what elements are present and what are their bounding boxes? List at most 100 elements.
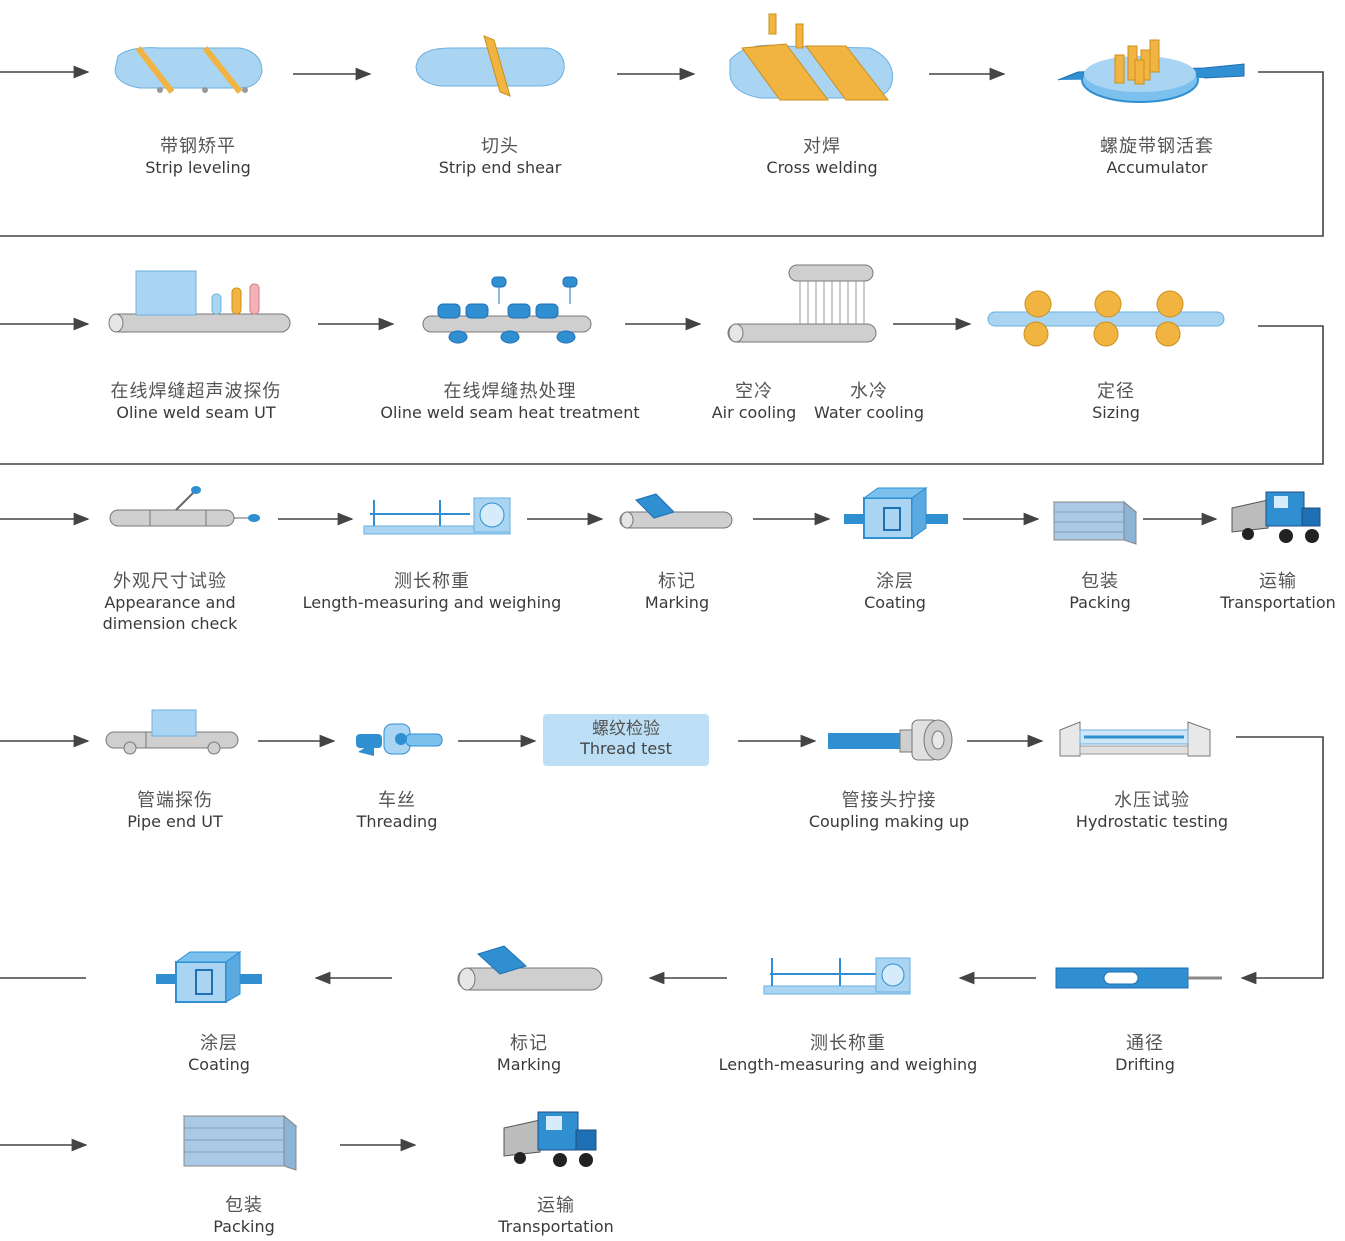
- step-label-en: Oline weld seam UT: [116, 403, 276, 422]
- truck-icon: [1231, 491, 1321, 543]
- return-line-2: [0, 325, 1324, 465]
- step-label-en: Packing: [1069, 593, 1131, 612]
- flow-arrows: [0, 65, 1324, 1152]
- step-label: 运输 Transportation: [498, 1195, 614, 1237]
- step-label-zh: 在线焊缝超声波探伤: [110, 381, 282, 402]
- step-label-zh: 螺旋带钢活套: [1100, 136, 1214, 157]
- marking-icon: [619, 493, 733, 529]
- step-label-zh: 水压试验: [1114, 790, 1190, 811]
- marking-icon-2: [457, 945, 603, 991]
- step-label: 水压试验 Hydrostatic testing: [1076, 790, 1228, 832]
- thread-test-box: 螺纹检验 Thread test: [543, 714, 709, 766]
- step-label-zh: 测长称重: [810, 1033, 886, 1054]
- step-label: 测长称重 Length-measuring and weighing: [303, 571, 562, 613]
- step-label-en: Transportation: [1220, 593, 1336, 612]
- step-label-zh: 运输: [1259, 571, 1297, 592]
- step-label-zh: 标记: [657, 571, 696, 592]
- step-label-zh: 包装: [1080, 571, 1119, 592]
- return-line-3: [1236, 736, 1324, 985]
- step-label-zh: 测长称重: [394, 571, 470, 592]
- step-label-zh: 涂层: [200, 1033, 238, 1054]
- packing-icon-2: [182, 1114, 298, 1171]
- step-label-en-line2: dimension check: [102, 614, 238, 633]
- step-label-zh: 管接头拧接: [841, 790, 937, 811]
- strip-shear-icon: [415, 35, 565, 97]
- cooling-icon: [727, 264, 877, 343]
- step-label: 空冷 Air cooling: [712, 381, 797, 423]
- step-label: 标记 Marking: [645, 571, 709, 613]
- step-label-en: Packing: [213, 1217, 275, 1236]
- step-label-en: Coating: [188, 1055, 250, 1074]
- step-label-zh: 空冷: [735, 381, 773, 402]
- step-label-en: Threading: [356, 812, 438, 831]
- step-label-zh: 包装: [224, 1195, 263, 1216]
- step-label: 测长称重 Length-measuring and weighing: [719, 1033, 978, 1075]
- truck-icon-2: [503, 1111, 597, 1167]
- step-label-en: Thread test: [580, 739, 672, 758]
- packing-icon: [1052, 500, 1138, 545]
- drift-mandrel-icon: [1055, 967, 1222, 989]
- pipe-end-ut-icon: [105, 709, 239, 755]
- step-label-zh: 涂层: [876, 571, 914, 592]
- step-label-zh: 管端探伤: [136, 790, 213, 811]
- step-label: 标记 Marking: [497, 1033, 561, 1075]
- inspection-icon: [109, 486, 260, 527]
- step-label: 带钢矫平 Strip leveling: [145, 136, 250, 178]
- step-label-en: Marking: [644, 593, 710, 612]
- step-label-en: Cross welding: [766, 158, 878, 177]
- step-label-en: Length-measuring and weighing: [718, 1055, 978, 1074]
- step-label: 管接头拧接 Coupling making up: [809, 790, 969, 832]
- step-label-zh: 切头: [481, 136, 519, 157]
- step-label-en: Appearance and: [104, 593, 236, 612]
- step-label-zh: 定径: [1097, 381, 1135, 402]
- step-label-en: Strip end shear: [438, 158, 562, 177]
- step-label-en: Air cooling: [711, 403, 797, 422]
- step-label: 车丝 Threading: [357, 790, 438, 832]
- step-label-zh: 外观尺寸试验: [113, 571, 227, 592]
- step-label-en: Drifting: [1115, 1055, 1175, 1074]
- step-label-zh: 通径: [1126, 1033, 1164, 1054]
- step-label-zh: 车丝: [378, 790, 416, 811]
- step-label-en: Strip leveling: [145, 158, 251, 177]
- step-label-en: Pipe end UT: [127, 812, 223, 831]
- step-label-zh: 运输: [537, 1195, 575, 1216]
- step-label: 涂层 Coating: [864, 571, 926, 613]
- step-label-zh: 水冷: [849, 381, 888, 402]
- step-label: 管端探伤 Pipe end UT: [127, 790, 223, 832]
- sizing-rolls-icon: [987, 290, 1225, 347]
- cross-welding-icon: [729, 13, 894, 101]
- step-label-en: Accumulator: [1106, 158, 1208, 177]
- step-label: 螺旋带钢活套 Accumulator: [1100, 136, 1214, 178]
- step-label-en: Oline weld seam heat treatment: [380, 403, 640, 422]
- ultrasonic-icon: [108, 270, 291, 333]
- step-label: 在线焊缝热处理 Oline weld seam heat treatment: [380, 381, 639, 423]
- step-label: 在线焊缝超声波探伤 Oline weld seam UT: [111, 381, 282, 423]
- step-label-zh: 在线焊缝热处理: [443, 381, 577, 402]
- step-label-en: Coating: [864, 593, 926, 612]
- step-label-zh: 对焊: [803, 136, 841, 157]
- coupling-icon: [828, 719, 953, 761]
- step-label: 水冷 Water cooling: [814, 381, 924, 423]
- step-label-zh: 螺纹检验: [592, 719, 660, 739]
- step-label: 包装 Packing: [1069, 571, 1131, 613]
- step-label-zh: 标记: [509, 1033, 548, 1054]
- step-label-en: Length-measuring and weighing: [302, 593, 562, 612]
- step-label: 包装 Packing: [213, 1195, 275, 1237]
- step-label-en: Marking: [496, 1055, 562, 1074]
- step-label: 外观尺寸试验 Appearance and dimension check: [103, 571, 238, 634]
- step-label-en: Coupling making up: [808, 812, 970, 831]
- return-line-1: [0, 71, 1324, 237]
- strip-leveling-icon: [114, 46, 263, 94]
- accumulator-icon: [1057, 39, 1245, 103]
- weighing-icon: [363, 497, 511, 535]
- step-label: 通径 Drifting: [1115, 1033, 1175, 1075]
- step-label-en: Transportation: [498, 1217, 614, 1236]
- coating-box-icon: [844, 487, 948, 539]
- step-label-en: Sizing: [1092, 403, 1140, 422]
- step-label: 定径 Sizing: [1092, 381, 1140, 423]
- step-label: 切头 Strip end shear: [439, 136, 562, 178]
- hydrostatic-tester-icon: [1059, 721, 1211, 757]
- step-label: 运输 Transportation: [1220, 571, 1336, 613]
